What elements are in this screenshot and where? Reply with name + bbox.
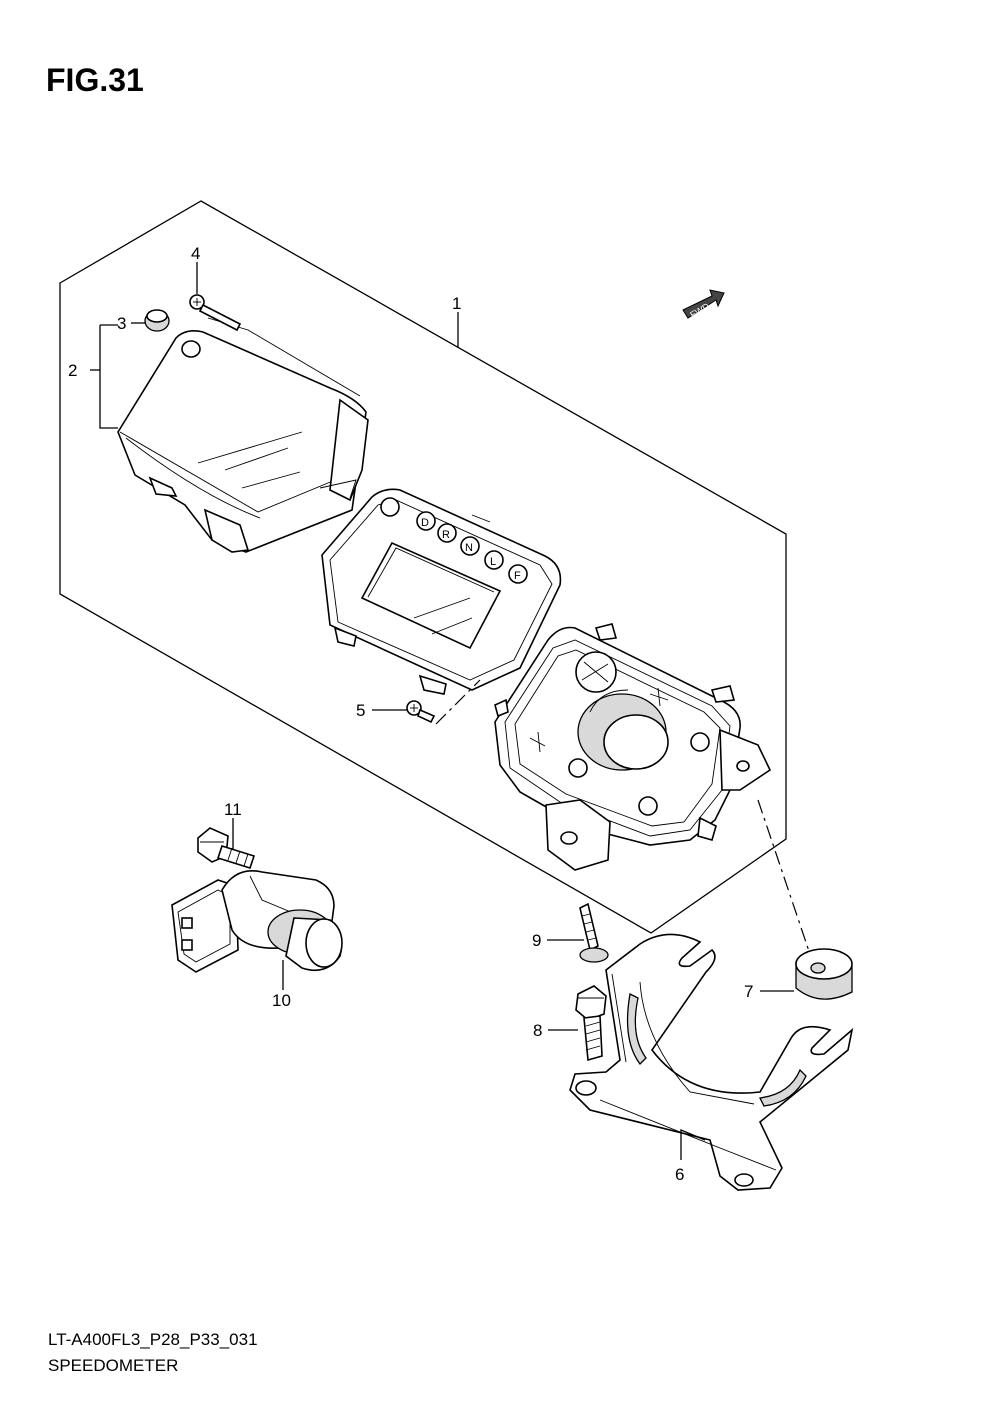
callout-1: 1 — [452, 294, 461, 313]
indicator-lamp-f: F — [508, 564, 528, 584]
callout-5: 5 — [356, 701, 365, 720]
svg-text:N: N — [465, 542, 473, 554]
callout-2: 2 — [68, 361, 77, 380]
cap-3 — [144, 309, 170, 332]
indicator-lamp-d: D — [416, 511, 436, 531]
meter-lower-case — [494, 623, 772, 871]
damper-guide-line — [757, 799, 817, 973]
callout-6: 6 — [675, 1165, 684, 1184]
bolt-8 — [575, 985, 607, 1062]
callout-4: 4 — [191, 244, 200, 263]
meter-upper-cover — [117, 317, 369, 553]
lcd-indicator-panel — [321, 488, 562, 695]
fwd-arrow-icon: FWD — [682, 289, 725, 320]
callout-9: 9 — [532, 931, 541, 950]
figure-name: SPEEDOMETER — [48, 1356, 179, 1375]
figure-code: LT-A400FL3_P28_P33_031 — [48, 1330, 258, 1349]
bolt-11 — [197, 827, 256, 869]
callout-3: 3 — [117, 314, 126, 333]
svg-text:F: F — [514, 570, 521, 582]
screw-5 — [406, 700, 436, 724]
callout-7: 7 — [744, 982, 753, 1001]
svg-text:R: R — [442, 529, 450, 541]
svg-text:D: D — [421, 517, 429, 529]
indicator-lamp-l: L — [484, 550, 504, 570]
callout-10: 10 — [272, 991, 291, 1010]
screw-4 — [189, 294, 242, 332]
screw-5-guide — [435, 679, 481, 725]
screw-9 — [579, 902, 609, 963]
leader-lines — [90, 262, 794, 1160]
svg-text:L: L — [490, 556, 496, 568]
indicator-lamp-n: N — [460, 536, 480, 556]
speed-sensor-10 — [171, 870, 343, 973]
damper-7 — [795, 948, 853, 1000]
indicator-lamps: D R N L F — [416, 511, 528, 584]
bracket-6 — [569, 933, 854, 1191]
callout-11: 11 — [224, 800, 242, 819]
callout-8: 8 — [533, 1021, 542, 1040]
assembly-1-boundary — [59, 200, 787, 934]
indicator-lamp-r: R — [437, 523, 457, 543]
figure-title: FIG.31 — [46, 62, 144, 98]
